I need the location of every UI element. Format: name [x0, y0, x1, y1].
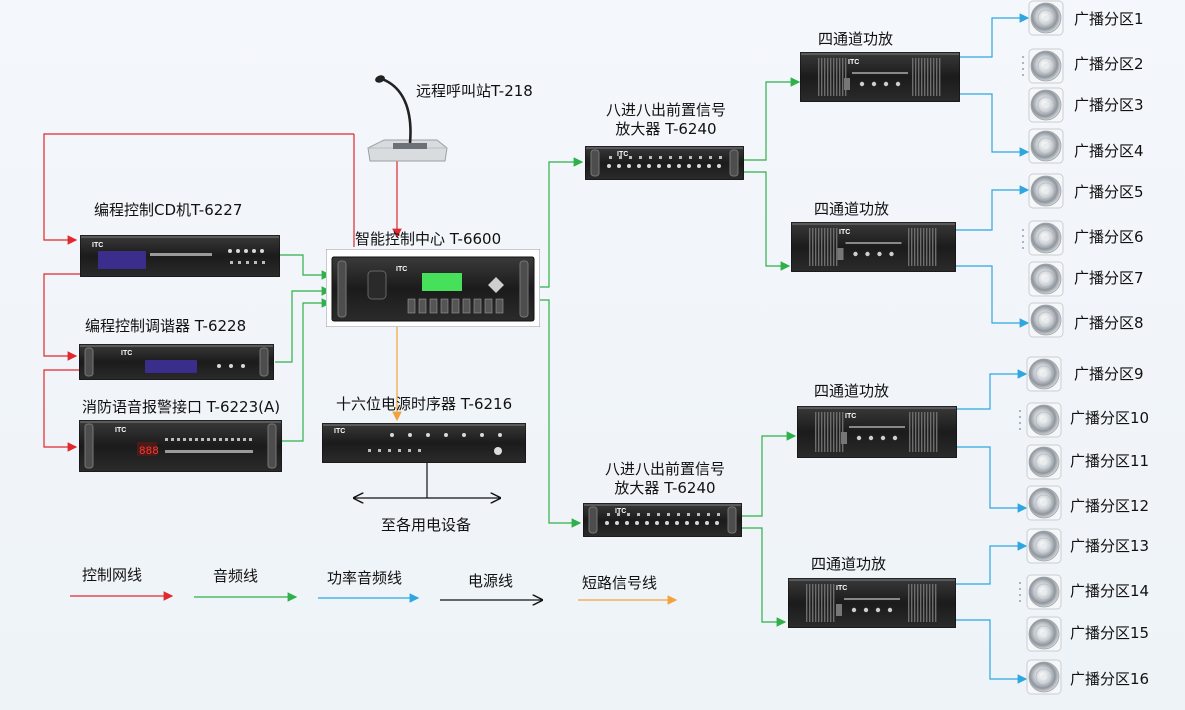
zone-label: 广播分区2 — [1074, 55, 1144, 73]
sequencer-label: 十六位电源时序器 T-6216 — [336, 395, 513, 413]
control-center-label: 智能控制中心 T-6600 — [355, 230, 502, 248]
svg-text:ITC: ITC — [839, 229, 850, 236]
amplifier-1-label: 四通道功放 — [818, 30, 894, 48]
fire-interface-label: 消防语音报警接口 T-6223(A) — [82, 398, 281, 416]
zone-label: 广播分区13 — [1070, 537, 1150, 555]
preamp-top-label-line2: 放大器 T-6240 — [615, 120, 717, 138]
amplifier-4-device: ITC — [788, 578, 956, 628]
zone-label: 广播分区5 — [1074, 183, 1144, 201]
svg-text:ITC: ITC — [848, 59, 859, 66]
control-center-device: ITC — [326, 249, 540, 327]
svg-text:ITC: ITC — [115, 427, 126, 434]
svg-text:ITC: ITC — [92, 242, 103, 249]
cd-player-device: ITC — [80, 235, 280, 277]
cd-player-label: 编程控制CD机T-6227 — [94, 201, 243, 219]
svg-text:ITC: ITC — [121, 350, 132, 357]
svg-text:ITC: ITC — [836, 585, 847, 592]
audio-lines — [275, 77, 801, 627]
zone-label: 广播分区9 — [1074, 365, 1144, 383]
tuner-device: ITC — [79, 344, 274, 380]
svg-text:ITC: ITC — [615, 508, 626, 515]
ceiling-speaker-icon — [1028, 0, 1064, 36]
ceiling-speaker-icon — [1026, 616, 1062, 652]
zone-label: 广播分区14 — [1070, 582, 1150, 600]
ceiling-speaker-icon — [1028, 261, 1064, 297]
ceiling-speaker-icon — [1028, 302, 1064, 338]
preamp-top-label-line1: 八进八出前置信号 — [605, 101, 726, 119]
ceiling-speaker-icon — [1026, 444, 1062, 480]
sequencer-device: ITC — [322, 423, 526, 463]
amplifier-2-label: 四通道功放 — [814, 200, 890, 218]
svg-text:888: 888 — [139, 446, 159, 458]
fire-interface-device: ITC 888 — [79, 420, 282, 472]
zone-label: 广播分区12 — [1070, 497, 1150, 515]
zone-label: 广播分区1 — [1074, 10, 1144, 28]
ceiling-speaker-icon — [1026, 485, 1062, 521]
ceiling-speaker-icon — [1028, 220, 1064, 256]
control-lines — [43, 133, 402, 452]
legend-short-signal-label: 短路信号线 — [582, 574, 658, 592]
zone-label: 广播分区7 — [1074, 269, 1144, 287]
legend-audio-label: 音频线 — [213, 567, 259, 585]
zone-ellipsis — [1019, 56, 1024, 602]
zone-label: 广播分区6 — [1074, 228, 1144, 246]
tuner-label: 编程控制调谐器 T-6228 — [85, 317, 247, 335]
ceiling-speaker-icon — [1026, 402, 1062, 438]
zone-label: 广播分区8 — [1074, 314, 1144, 332]
svg-text:ITC: ITC — [617, 151, 628, 158]
amplifier-3-label: 四通道功放 — [814, 382, 890, 400]
amplifier-2-device: ITC — [791, 222, 956, 272]
power-destination-label: 至各用电设备 — [381, 516, 472, 534]
legend-power-audio-label: 功率音频线 — [327, 569, 403, 587]
zone-label: 广播分区15 — [1070, 624, 1150, 642]
ceiling-speaker-icon — [1028, 128, 1064, 164]
legend-lines — [70, 591, 678, 600]
ceiling-speaker-icon — [1026, 356, 1062, 392]
ceiling-speaker-icon — [1026, 528, 1062, 564]
zone-label: 广播分区11 — [1070, 452, 1150, 470]
amplifier-1-device: ITC — [800, 52, 960, 102]
ceiling-speaker-icon — [1026, 659, 1062, 695]
preamp-top-device: ITC — [585, 146, 744, 180]
zone-label: 广播分区16 — [1070, 670, 1150, 688]
speakers-layer — [1026, 0, 1064, 695]
ceiling-speaker-icon — [1028, 173, 1064, 209]
svg-text:ITC: ITC — [845, 413, 856, 420]
ceiling-speaker-icon — [1028, 87, 1064, 123]
svg-text:ITC: ITC — [396, 266, 407, 273]
svg-text:ITC: ITC — [334, 428, 345, 435]
legend-control-label: 控制网线 — [82, 566, 143, 584]
preamp-bottom-label-line1: 八进八出前置信号 — [604, 460, 725, 478]
zone-label: 广播分区3 — [1074, 96, 1144, 114]
remote-station-label: 远程呼叫站T-218 — [416, 82, 533, 100]
power-lines — [354, 462, 500, 498]
preamp-bottom-label-line2: 放大器 T-6240 — [614, 479, 716, 497]
zone-label: 广播分区10 — [1070, 409, 1150, 427]
amplifier-4-label: 四通道功放 — [811, 555, 887, 573]
legend-power-label: 电源线 — [468, 572, 514, 590]
remote-call-station-device — [367, 75, 448, 162]
ceiling-speaker-icon — [1026, 574, 1062, 610]
preamp-bottom-device: ITC — [583, 503, 742, 537]
amplifier-3-device: ITC — [797, 406, 957, 458]
ceiling-speaker-icon — [1028, 48, 1064, 84]
zone-label: 广播分区4 — [1074, 142, 1144, 160]
power-audio-lines — [955, 13, 1030, 684]
